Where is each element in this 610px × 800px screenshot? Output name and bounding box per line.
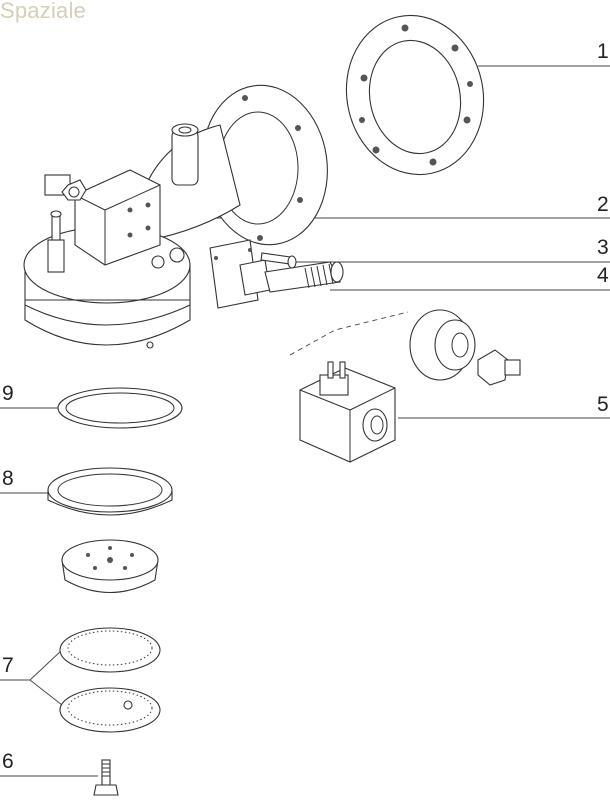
callout-7: 7 — [2, 654, 14, 677]
shower-holder — [61, 539, 159, 594]
brand-logo: Spaziale — [0, 0, 86, 23]
part-9-gasket — [57, 387, 183, 429]
part-7-shower-screens — [59, 627, 161, 733]
part-5-solenoid-coil — [299, 361, 396, 463]
callout-3: 3 — [597, 236, 609, 259]
callout-2: 2 — [597, 193, 609, 216]
part-6-screw — [93, 759, 119, 796]
callout-4: 4 — [597, 264, 609, 287]
callout-6: 6 — [2, 750, 14, 773]
leader-lines — [0, 65, 610, 777]
callout-9: 9 — [2, 382, 14, 405]
part-1-flange-gasket — [345, 14, 485, 176]
callout-8: 8 — [2, 467, 14, 490]
callout-5: 5 — [597, 393, 609, 416]
part-3-screw — [260, 252, 297, 269]
part-8-gasket — [47, 467, 173, 516]
callout-1: 1 — [597, 40, 609, 63]
fitting-parts — [409, 309, 521, 386]
group-head-body — [23, 84, 344, 349]
